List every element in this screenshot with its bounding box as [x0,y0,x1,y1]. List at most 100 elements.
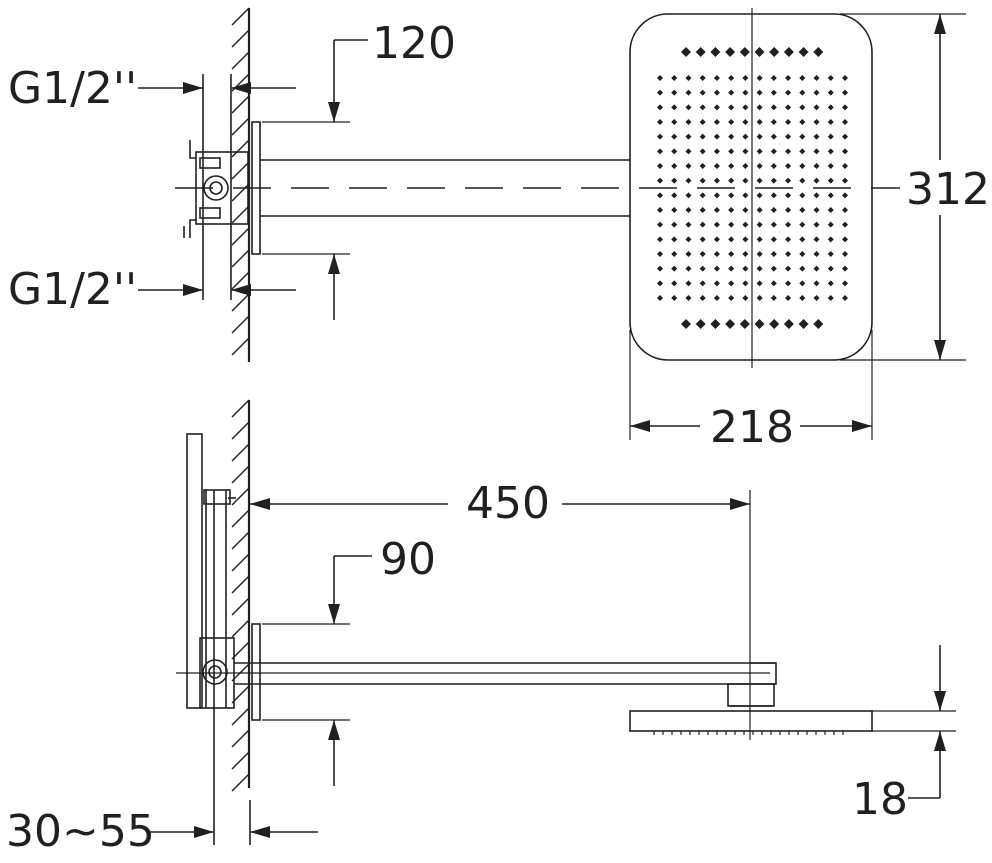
nozzle-dot [827,75,834,81]
nozzle-dot [756,236,763,243]
wall-hatch-line [231,421,250,440]
nozzle-dot [710,319,721,329]
nozzle-dot [770,251,777,257]
wall-hatch-line [231,465,250,484]
nozzle-dot [685,265,692,272]
nozzle-dot [657,163,663,169]
nozzle-dot [710,47,721,57]
nozzle-dot [657,133,663,140]
nozzle-dot [785,251,792,257]
nozzle-dot [739,47,750,57]
nozzle-dot [842,163,848,169]
nozzle-dot [728,221,735,228]
nozzle-dot [770,236,777,243]
nozzle-dot [799,236,806,243]
nozzle-dot [799,251,806,257]
nozzle-dot [713,251,720,257]
nozzle-dot [770,163,777,169]
nozzle-dot [813,75,820,81]
nozzle-dot [813,265,820,272]
offset-side-dimension: 90 [262,534,436,786]
nozzle-dot [671,119,678,125]
nozzle-dot [699,236,706,243]
nozzle-dot [785,192,792,199]
shower-head-top [629,8,873,368]
wall-hatch-line [231,685,250,704]
nozzle-dot [756,133,763,140]
nozzle-dot [785,148,792,155]
nozzle-dot [725,319,736,329]
nozzle-dot [813,280,820,287]
nozzle-dot [827,265,834,272]
wall-hatch-line [231,399,250,418]
nozzle-dot [713,295,720,301]
wall-depth-label: 30~55 [6,806,155,857]
nozzle-dot [770,119,777,125]
nozzle-dot [671,207,678,213]
arm-length-label: 450 [466,478,550,529]
nozzle-dot [699,75,706,81]
nozzle-dot [685,192,692,199]
nozzle-dot [742,119,749,125]
wall-hatch-line [231,227,250,246]
nozzle-dot [657,119,663,125]
nozzle-dot [842,251,848,257]
nozzle-dot [685,148,692,155]
nozzle-dot [742,265,749,272]
nozzle-dot [685,89,692,96]
nozzle-dot [742,280,749,287]
nozzle-dot [785,104,792,111]
wall-hatch-line [231,597,250,616]
wall-hatch-line [231,95,250,114]
nozzle-dot [785,265,792,272]
nozzle-dot [695,47,706,57]
nozzle-dot [798,319,809,329]
nozzle-dot [842,119,848,125]
nozzle-dot [770,148,777,155]
nozzle-dot [713,280,720,287]
nozzle-dot [813,221,820,228]
nozzle-dot [785,75,792,81]
nozzle-dot [728,295,735,301]
nozzle-dot [842,177,848,184]
nozzle-dot [713,221,720,228]
nozzle-dot [739,319,750,329]
nozzle-dot [813,236,820,243]
nozzle-dot [842,75,848,81]
nozzle-dot [713,163,720,169]
nozzle-dot [657,295,663,301]
nozzle-dot [842,280,848,287]
nozzle-dot [813,319,824,329]
wall-hatch-line [231,509,250,528]
head-height-label: 312 [906,164,990,215]
nozzle-dot [799,104,806,111]
wall-hatch-line [231,293,250,312]
nozzle-dot [699,104,706,111]
nozzle-dot [728,75,735,81]
nozzle-dot [842,192,848,199]
nozzle-dot [756,295,763,301]
nozzle-dot [770,133,777,140]
nozzle-dot [770,89,777,96]
nozzle-dot [657,236,663,243]
nozzle-dot [799,119,806,125]
nozzle-dot [769,47,780,57]
nozzle-dot [756,89,763,96]
nozzle-dot [827,163,834,169]
nozzle-dot [728,251,735,257]
offset-top-label: 120 [372,18,456,69]
nozzle-dot [671,280,678,287]
nozzle-dot [671,177,678,184]
wall-hatch-line [231,315,250,334]
nozzle-dot [728,104,735,111]
shower-arm-top [175,159,900,217]
wall-hatch-line [231,139,250,158]
nozzle-dot [799,192,806,199]
wall-hatch-line [231,619,250,638]
nozzle-dot [770,265,777,272]
nozzle-dot [699,221,706,228]
nozzle-dot [728,192,735,199]
nozzle-dot [742,104,749,111]
wall-hatch-side [231,399,251,792]
nozzle-dot [783,319,794,329]
